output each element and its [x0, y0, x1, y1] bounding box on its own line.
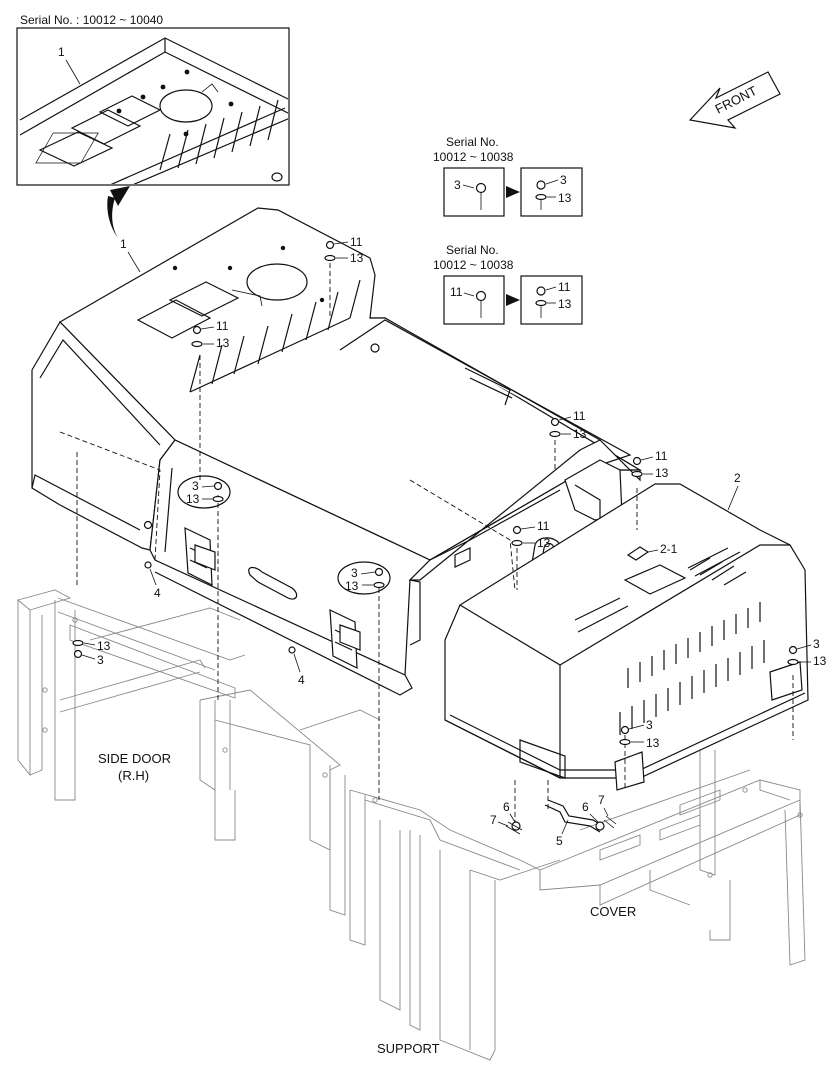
svg-text:4: 4 — [154, 586, 161, 600]
svg-text:13: 13 — [655, 466, 669, 480]
svg-text:3: 3 — [192, 479, 199, 493]
svg-text:13: 13 — [646, 736, 660, 750]
washer-icon — [535, 299, 547, 307]
svg-text:13: 13 — [558, 297, 572, 311]
bolt-icon — [475, 182, 487, 210]
svg-text:13: 13 — [350, 251, 364, 265]
svg-text:7: 7 — [490, 813, 497, 827]
svg-text:11: 11 — [558, 280, 571, 294]
serial-box-b-range: 10012 ~ 10038 — [433, 258, 514, 272]
svg-text:3: 3 — [813, 637, 820, 651]
svg-text:13: 13 — [345, 579, 359, 593]
inset-detail-frame: Serial No. : 10012 ~ 10040 1 — [16, 13, 290, 186]
front-arrow-icon: FRONT — [688, 71, 781, 129]
rear-cover — [444, 483, 809, 791]
washer-icon — [535, 193, 547, 201]
svg-text:3: 3 — [454, 178, 461, 192]
svg-text:11: 11 — [573, 409, 586, 423]
svg-text:11: 11 — [216, 319, 229, 333]
bolt-icon — [535, 180, 547, 210]
rear-cover-vents — [619, 602, 765, 735]
svg-text:13: 13 — [216, 336, 230, 350]
support-frame — [17, 589, 541, 1061]
hinge-left — [184, 527, 216, 586]
replacement-arrow-icon — [506, 186, 520, 198]
serial-replacement-box-b: Serial No. 10012 ~ 10038 11 11 13 — [433, 243, 583, 325]
svg-text:7: 7 — [598, 793, 605, 807]
inset-pointer-arrow — [107, 186, 130, 238]
part-number-1: 1 — [120, 237, 127, 251]
svg-text:3: 3 — [646, 718, 653, 732]
serial-box-b-title: Serial No. — [446, 243, 499, 257]
svg-text:13: 13 — [97, 639, 111, 653]
serial-main-label: Serial No. : 10012 ~ 10040 — [20, 13, 163, 27]
svg-text:11: 11 — [350, 235, 363, 249]
side-door-label: SIDE DOOR — [98, 751, 171, 766]
side-door-side-label: (R.H) — [118, 768, 149, 783]
svg-text:3: 3 — [97, 653, 104, 667]
svg-text:2-1: 2-1 — [660, 542, 678, 556]
serial-box-a-range: 10012 ~ 10038 — [433, 150, 514, 164]
assembly-guide-lines — [59, 255, 794, 825]
support-label: SUPPORT — [377, 1041, 440, 1056]
svg-text:6: 6 — [582, 800, 589, 814]
replacement-arrow-icon — [506, 294, 520, 306]
svg-text:3: 3 — [351, 566, 358, 580]
serial-replacement-box-a: Serial No. 10012 ~ 10038 3 3 13 — [433, 135, 583, 217]
svg-text:13: 13 — [537, 536, 551, 550]
svg-text:11: 11 — [537, 519, 550, 533]
inset-part-number-1: 1 — [58, 45, 65, 59]
cover-frame — [469, 745, 806, 966]
cover-label: COVER — [590, 904, 636, 919]
svg-text:13: 13 — [186, 492, 200, 506]
serial-box-a-title: Serial No. — [446, 135, 499, 149]
svg-text:3: 3 — [560, 173, 567, 187]
hinge-right — [329, 609, 361, 669]
part-callouts: 1 11 13 11 13 11 13 11 13 11 1 — [72, 235, 827, 848]
svg-text:5: 5 — [556, 834, 563, 848]
svg-text:11: 11 — [655, 449, 668, 463]
svg-text:2: 2 — [734, 471, 741, 485]
svg-text:13: 13 — [558, 191, 572, 205]
svg-text:13: 13 — [573, 427, 587, 441]
bolt-icon — [535, 286, 547, 318]
bolt-icon — [475, 290, 487, 318]
svg-text:6: 6 — [503, 800, 510, 814]
svg-text:4: 4 — [298, 673, 305, 687]
svg-text:13: 13 — [813, 654, 827, 668]
section-labels: SIDE DOOR (R.H) COVER SUPPORT — [98, 751, 636, 1056]
svg-text:11: 11 — [450, 285, 463, 299]
